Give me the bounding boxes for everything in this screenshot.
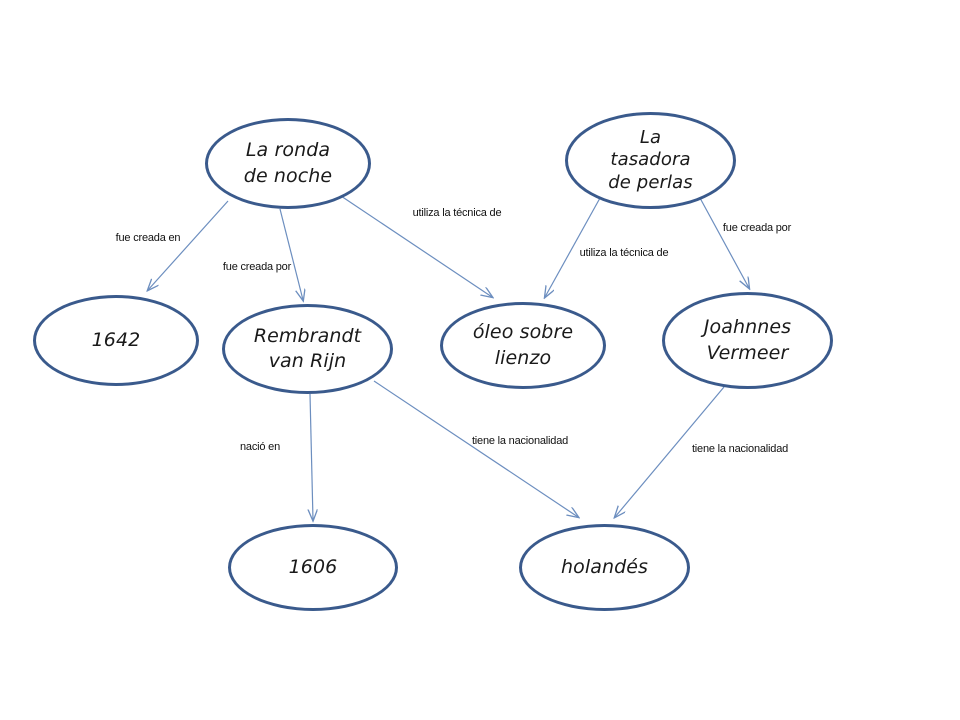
edge-e3: [340, 195, 492, 297]
node-label: 1642: [91, 328, 141, 351]
node-label: Joahnnes Vermeer: [703, 316, 792, 364]
node-tasadora[interactable]: La tasadora de perlas: [565, 112, 736, 209]
node-label: óleo sobre lienzo: [472, 321, 574, 369]
edge-e8: [615, 386, 725, 517]
edge-e5: [699, 197, 749, 288]
edge-label-e7: tiene la nacionalidad: [471, 435, 569, 447]
node-anio1642[interactable]: 1642: [33, 295, 199, 386]
edge-e7: [373, 380, 578, 517]
edge-label-e6: nació en: [240, 441, 280, 453]
node-anio1606[interactable]: 1606: [228, 524, 398, 611]
node-label: La ronda de noche: [243, 139, 333, 187]
node-vermeer[interactable]: Joahnnes Vermeer: [662, 292, 833, 389]
node-label: La tasadora de perlas: [608, 127, 693, 193]
node-label: holandés: [560, 555, 649, 578]
node-rembrandt[interactable]: Rembrandt van Rijn: [222, 304, 393, 394]
edge-label-e1: fue creada en: [115, 232, 181, 244]
node-holandes[interactable]: holandés: [519, 524, 690, 611]
edge-label-e3: utiliza la técnica de: [412, 207, 502, 219]
node-label: Rembrandt van Rijn: [253, 324, 362, 372]
node-label: 1606: [288, 555, 338, 578]
edge-e2: [279, 208, 303, 300]
edge-label-e2: fue creada por: [222, 261, 292, 273]
node-ronda[interactable]: La ronda de noche: [205, 118, 371, 209]
edge-label-e4: utiliza la técnica de: [579, 247, 669, 259]
node-oleo[interactable]: óleo sobre lienzo: [440, 302, 606, 389]
edge-e1: [148, 200, 229, 290]
edge-label-e5: fue creada por: [722, 222, 792, 234]
edge-e6: [310, 393, 313, 520]
edge-e4: [545, 197, 601, 297]
edge-label-e8: tiene la nacionalidad: [691, 443, 789, 455]
